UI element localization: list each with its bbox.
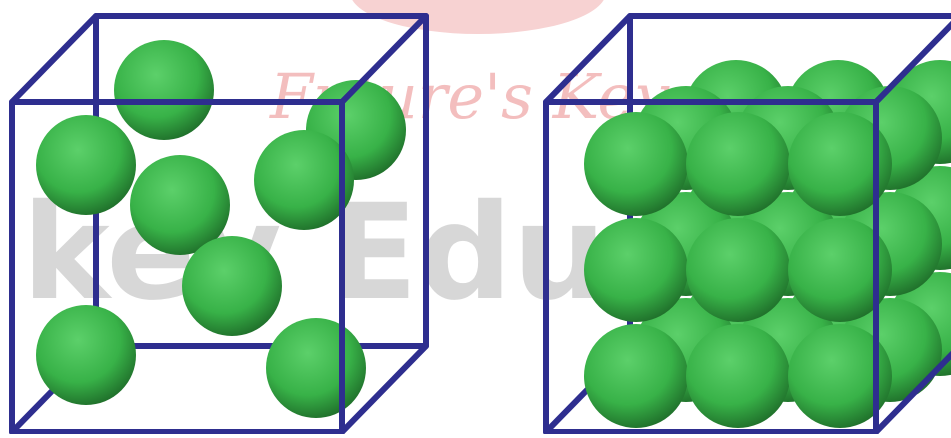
sphere [686, 218, 790, 322]
sphere [788, 218, 892, 322]
cube-right-edge-tr [873, 20, 951, 105]
cube-right-front-edges [543, 13, 951, 435]
cube-left-edge-br [339, 343, 429, 435]
sphere [788, 112, 892, 216]
cube-right [543, 13, 951, 435]
cube-left-front-edges [9, 13, 429, 435]
cube-left-front-face [9, 99, 345, 435]
sphere [114, 40, 214, 140]
sphere [36, 305, 136, 405]
sphere [266, 318, 366, 418]
cube-right-edge-br [873, 350, 951, 435]
cube-right-spheres [584, 60, 951, 428]
cube-right-edge-tl [543, 13, 633, 105]
sphere [254, 130, 354, 230]
sphere [584, 324, 688, 428]
sphere [686, 112, 790, 216]
sphere [584, 218, 688, 322]
sphere [36, 115, 136, 215]
sphere [130, 155, 230, 255]
cube-left-edge-tr [339, 13, 429, 105]
cube-right-front-face [543, 99, 879, 435]
cube-left-spheres [36, 40, 406, 418]
sphere [584, 112, 688, 216]
sphere [686, 324, 790, 428]
sphere [182, 236, 282, 336]
sphere [788, 324, 892, 428]
cube-left-edge-tl [9, 13, 99, 105]
cube-left [9, 13, 429, 435]
